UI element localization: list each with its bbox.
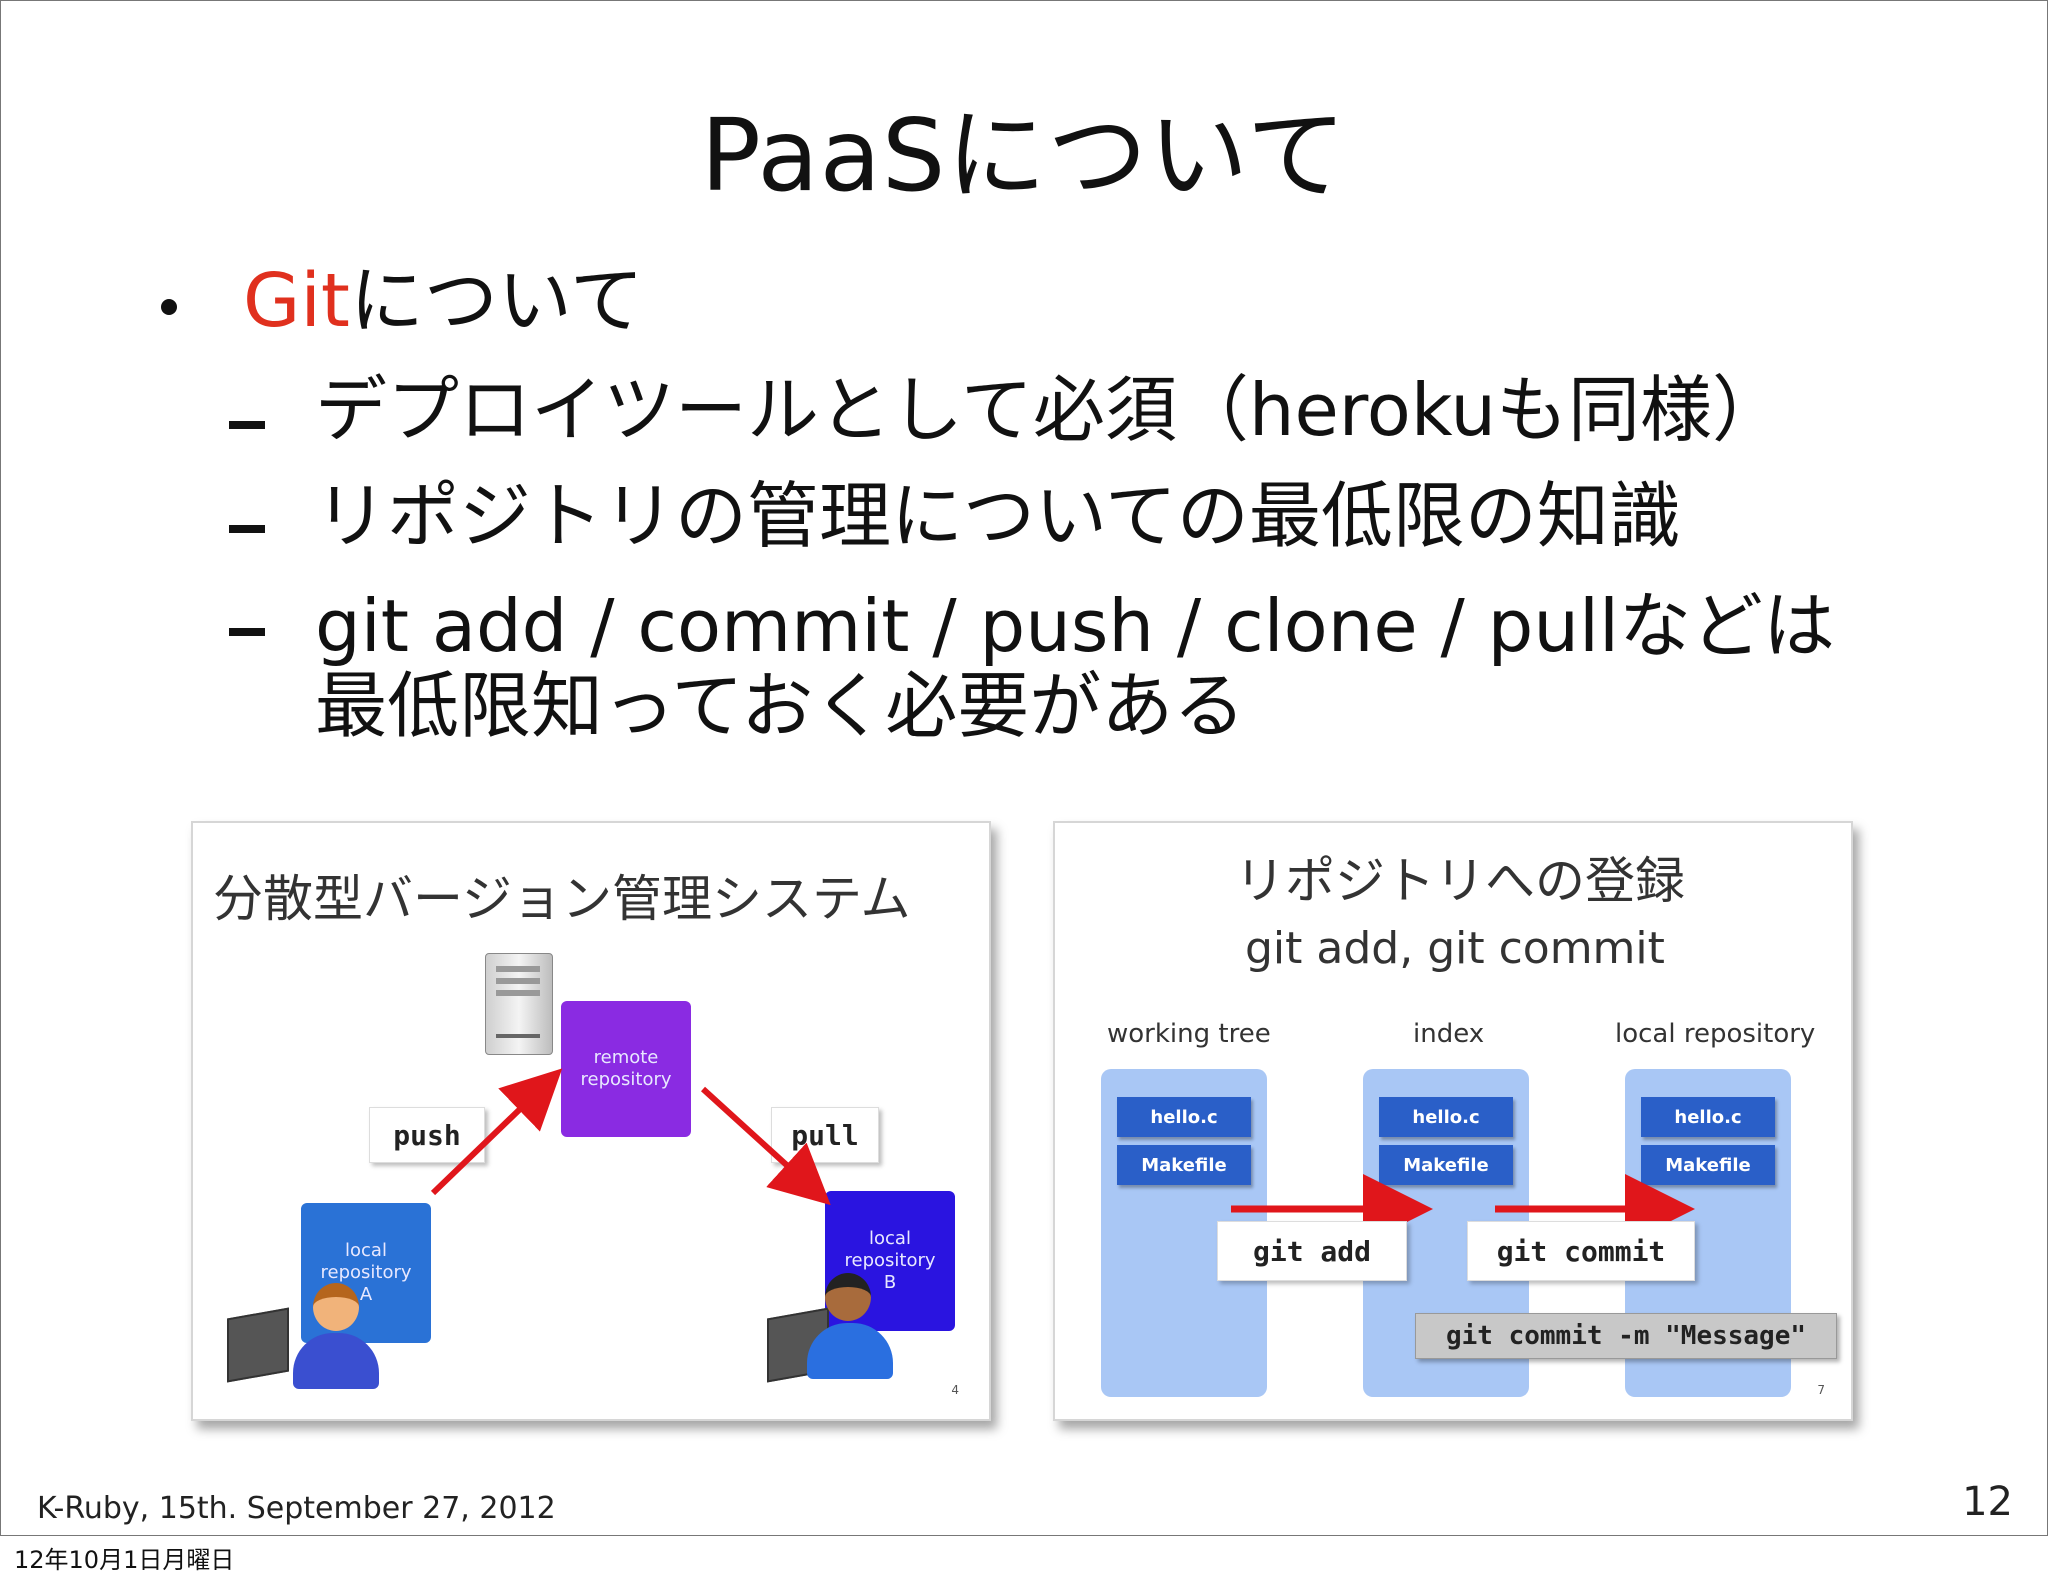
column-label-working-tree: working tree bbox=[1107, 1019, 1271, 1049]
figure2-subtitle: git add, git commit bbox=[1245, 923, 1665, 974]
figure1-page-number: 4 bbox=[951, 1383, 959, 1397]
footer-event: K-Ruby, 15th. September 27, 2012 bbox=[37, 1491, 556, 1526]
server-icon bbox=[485, 953, 553, 1055]
sub-item-3-cont: 最低限知っておく必要がある bbox=[315, 664, 1246, 748]
local-repository-a-label: local repository A bbox=[320, 1240, 412, 1305]
git-add-tag: git add bbox=[1217, 1221, 1407, 1281]
user-a-icon bbox=[227, 1283, 379, 1393]
column-label-index: index bbox=[1413, 1019, 1485, 1049]
sub-dash-2 bbox=[229, 525, 265, 533]
user-b-icon bbox=[767, 1273, 897, 1383]
figure1-arrows bbox=[430, 1068, 831, 1206]
file-makefile-working: Makefile bbox=[1117, 1145, 1251, 1185]
figure-repository-registration: リポジトリへの登録 git add, git commit working tr… bbox=[1053, 821, 1853, 1421]
figure-distributed-vcs: 分散型バージョン管理システム remote repository local r… bbox=[191, 821, 991, 1421]
capture-date: 12年10月1日月曜日 bbox=[14, 1546, 235, 1574]
sub-item-3: git add / commit / push / clone / pullなど… bbox=[315, 584, 1836, 668]
sub-dash-3 bbox=[229, 628, 265, 636]
file-hello-c-repo: hello.c bbox=[1641, 1097, 1775, 1137]
git-commit-tag: git commit bbox=[1467, 1221, 1695, 1281]
column-label-local-repository: local repository bbox=[1615, 1019, 1816, 1049]
slide-number: 12 bbox=[1962, 1479, 2013, 1525]
pull-arrow bbox=[700, 1086, 831, 1206]
bullet-git: Gitについて bbox=[243, 256, 644, 346]
sub-dash-1 bbox=[229, 421, 265, 429]
bullet-rest: について bbox=[349, 258, 644, 344]
figure2-arrows bbox=[1231, 1174, 1695, 1244]
push-arrow bbox=[430, 1068, 563, 1196]
file-hello-c-index: hello.c bbox=[1379, 1097, 1513, 1137]
figure2-title: リポジトリへの登録 bbox=[1235, 852, 1685, 910]
sub-item-1: デプロイツールとして必須（herokuも同様） bbox=[315, 368, 1784, 452]
figure1-title: 分散型バージョン管理システム bbox=[213, 870, 911, 928]
remote-repository-label: remote repository bbox=[580, 1047, 672, 1090]
file-hello-c-working: hello.c bbox=[1117, 1097, 1251, 1137]
slide-title: PaaSについて bbox=[700, 97, 1348, 214]
slide: PaaSについて Gitについて デプロイツールとして必須（herokuも同様）… bbox=[0, 0, 2048, 1536]
bullet-accent: Git bbox=[243, 258, 350, 344]
bullet-dot bbox=[161, 299, 177, 315]
commit-message-command: git commit -m "Message" bbox=[1415, 1313, 1837, 1359]
sub-item-2: リポジトリの管理についての最低限の知識 bbox=[315, 474, 1681, 558]
local-repository-b-label: local repository B bbox=[844, 1228, 936, 1293]
push-tag: push bbox=[369, 1107, 485, 1163]
figure2-page-number: 7 bbox=[1817, 1383, 1825, 1397]
remote-repository-box: remote repository bbox=[561, 1001, 691, 1137]
